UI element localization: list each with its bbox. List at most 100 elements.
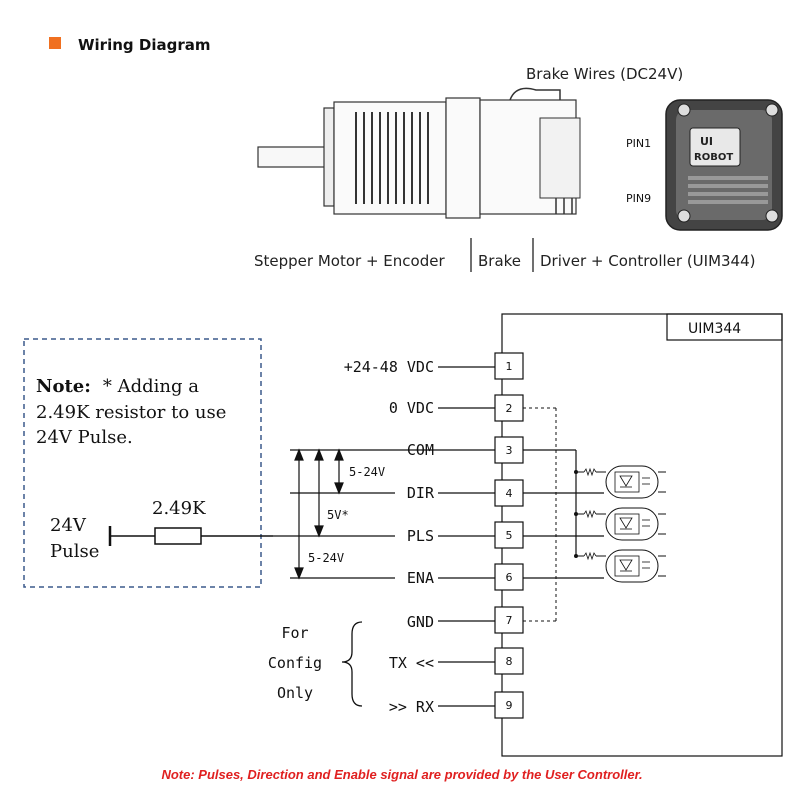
pin-terminal bbox=[494, 479, 524, 507]
screw-hole-icon bbox=[677, 103, 691, 117]
pin-row-5: PLS 5 bbox=[273, 521, 524, 549]
config-brace bbox=[341, 621, 363, 707]
opto-body bbox=[605, 507, 659, 541]
optocoupler-dir bbox=[576, 465, 666, 499]
logo-line1: UI bbox=[700, 135, 713, 148]
note-line3: 24V Pulse. bbox=[36, 427, 133, 448]
voltage-label-pls: 5V* bbox=[327, 508, 349, 522]
pin-terminal bbox=[494, 606, 524, 634]
pin-label: TX << bbox=[389, 654, 434, 672]
caption-brake: Brake bbox=[478, 252, 521, 270]
opto-body bbox=[605, 465, 659, 499]
pin-terminal bbox=[494, 521, 524, 549]
voltage-arrows bbox=[294, 448, 344, 580]
config-line2: Config bbox=[268, 654, 322, 672]
config-line1: For bbox=[281, 624, 308, 642]
connector-block bbox=[539, 117, 581, 199]
note-bold: Note: bbox=[36, 376, 91, 397]
pin-number: 6 bbox=[506, 571, 513, 584]
pin-row-8: TX << 8 bbox=[389, 647, 524, 675]
pin1-label: PIN1 bbox=[626, 137, 651, 150]
note-line2: 2.49K resistor to use bbox=[36, 402, 226, 423]
pin-number: 2 bbox=[506, 402, 513, 415]
input-label-24v: 24V bbox=[50, 515, 87, 536]
header-bullet-icon bbox=[49, 37, 61, 49]
pin-label: ENA bbox=[407, 569, 434, 587]
screw-hole-icon bbox=[765, 209, 779, 223]
pin-row-9: >> RX 9 bbox=[389, 691, 524, 719]
pin-row-2: 0 VDC 2 bbox=[389, 394, 524, 422]
pin-terminal bbox=[494, 563, 524, 591]
led-icon bbox=[619, 517, 633, 529]
led-icon bbox=[619, 475, 633, 487]
arrow-head-icon bbox=[294, 448, 304, 461]
pin-number: 9 bbox=[506, 699, 513, 712]
pin-row-7: GND 7 bbox=[407, 606, 524, 634]
caption-driver: Driver + Controller (UIM344) bbox=[540, 252, 756, 270]
opto-inner bbox=[614, 471, 640, 493]
arrow-head-icon bbox=[294, 567, 304, 580]
voltage-label-dir: 5-24V bbox=[349, 465, 385, 479]
motor-flange bbox=[323, 107, 335, 207]
device-name: UIM344 bbox=[688, 321, 741, 337]
pin-label: DIR bbox=[407, 484, 435, 502]
logo-line2: ROBOT bbox=[694, 152, 733, 163]
led-icon bbox=[619, 559, 633, 571]
note-text-line1: Note: * Adding a bbox=[36, 376, 199, 397]
brake-body bbox=[445, 97, 481, 219]
motor-fins bbox=[355, 112, 429, 204]
resistor-icon bbox=[583, 551, 597, 561]
brake-wires-label: Brake Wires (DC24V) bbox=[526, 65, 683, 83]
pin-row-1: +24-48 VDC 1 bbox=[344, 352, 524, 380]
internal-circuit bbox=[523, 407, 666, 622]
resistor-label: 2.49K bbox=[152, 498, 206, 519]
pin-row-4: DIR 4 bbox=[290, 479, 524, 507]
pin-number: 1 bbox=[506, 360, 513, 373]
pin-number: 5 bbox=[506, 529, 513, 542]
pin-row-6: ENA 6 bbox=[290, 563, 524, 591]
arrow-head-icon bbox=[334, 482, 344, 495]
footer-note: Note: Pulses, Direction and Enable signa… bbox=[161, 767, 642, 782]
pin-number: 7 bbox=[506, 614, 513, 627]
rear-fins bbox=[688, 176, 768, 204]
pin-number: 4 bbox=[506, 487, 513, 500]
page-title: Wiring Diagram bbox=[78, 36, 210, 54]
product-photo: Brake Wires (DC24V) UI ROBOT PIN1 PIN9 bbox=[257, 65, 783, 231]
driver-fins bbox=[555, 198, 573, 214]
pin-label: GND bbox=[407, 613, 434, 631]
pin-terminal bbox=[494, 352, 524, 380]
pin-label: +24-48 VDC bbox=[344, 358, 434, 376]
note-box bbox=[23, 338, 262, 588]
optocoupler-pls bbox=[576, 507, 666, 541]
resistor-icon bbox=[583, 467, 597, 477]
arrow-head-icon bbox=[314, 448, 324, 461]
caption-motor: Stepper Motor + Encoder bbox=[254, 252, 445, 270]
resistor-icon bbox=[583, 509, 597, 519]
device-name-box bbox=[666, 313, 783, 341]
motor-shaft bbox=[257, 146, 327, 168]
input-label-pulse: Pulse bbox=[50, 541, 99, 562]
optocoupler-ena bbox=[576, 549, 666, 583]
pin9-label: PIN9 bbox=[626, 192, 651, 205]
pin-label: >> RX bbox=[389, 698, 434, 716]
pin-label: 0 VDC bbox=[389, 399, 434, 417]
pin-terminal bbox=[494, 691, 524, 719]
pin-number: 8 bbox=[506, 655, 513, 668]
config-line3: Only bbox=[277, 684, 313, 702]
screw-hole-icon bbox=[765, 103, 779, 117]
pin-label: PLS bbox=[407, 527, 434, 545]
voltage-label-ena: 5-24V bbox=[308, 551, 344, 565]
pin-number: 3 bbox=[506, 444, 513, 457]
opto-inner bbox=[614, 513, 640, 535]
logo-plate bbox=[689, 127, 741, 167]
screw-hole-icon bbox=[677, 209, 691, 223]
note-line1: * Adding a bbox=[103, 376, 199, 397]
motor-body bbox=[333, 101, 447, 215]
pin-terminal bbox=[494, 647, 524, 675]
pin-row-3: COM 3 bbox=[290, 436, 524, 464]
arrow-head-icon bbox=[314, 525, 324, 538]
brake-wires bbox=[509, 87, 561, 101]
arrow-head-icon bbox=[334, 448, 344, 461]
opto-inner bbox=[614, 555, 640, 577]
